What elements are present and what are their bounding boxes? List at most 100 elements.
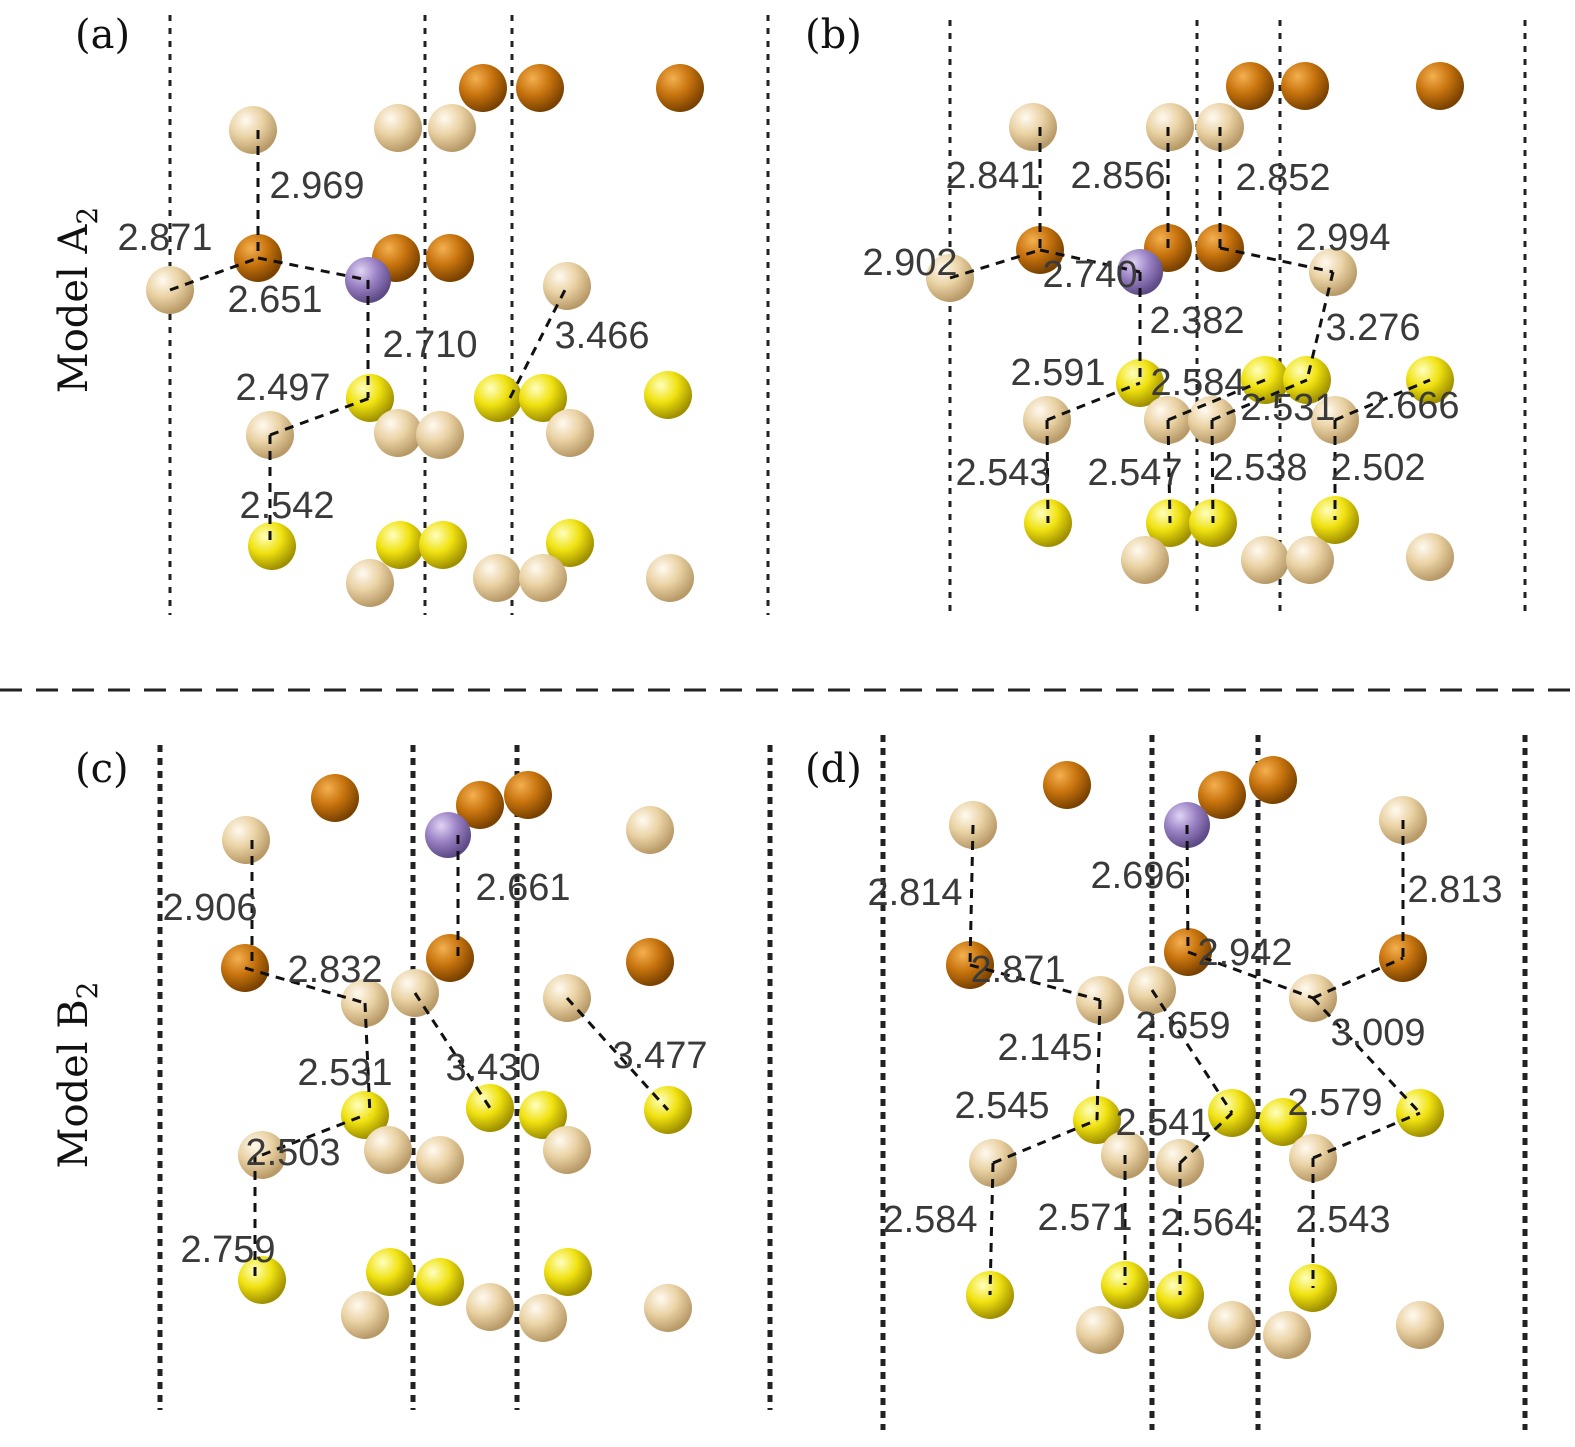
purple-atom [425, 812, 471, 858]
orange-atom [426, 234, 474, 282]
yellow-atom [248, 522, 296, 570]
panel-letter: (b) [805, 12, 862, 58]
yellow-atom [366, 1248, 414, 1296]
bond-length-label: 2.710 [382, 324, 477, 366]
bond-length-label: 2.871 [117, 217, 212, 259]
model-b-label: Model B2 [51, 981, 104, 1168]
yellow-atom [644, 371, 692, 419]
orange-atom [426, 934, 474, 982]
yellow-atom [466, 1084, 514, 1132]
bond-length-label: 2.969 [269, 165, 364, 207]
yellow-atom [346, 374, 394, 422]
tan-atom [466, 1283, 514, 1331]
bond-length-label: 2.584 [882, 1199, 977, 1241]
bond-length-label: 2.547 [1087, 452, 1182, 494]
bond-length-label: 2.759 [180, 1229, 275, 1271]
bond-length-label: 2.902 [862, 242, 957, 284]
yellow-atom [544, 1248, 592, 1296]
bond-line [363, 1002, 372, 1116]
bond-line [1095, 999, 1102, 1121]
bond-line [1210, 419, 1215, 524]
orange-atom [656, 64, 704, 112]
bond-line [1219, 246, 1334, 274]
tan-atom [1009, 103, 1057, 151]
yellow-atom [474, 374, 522, 422]
bond-line [257, 256, 369, 282]
bond-line [968, 824, 975, 966]
bond-length-label: 2.382 [1149, 300, 1244, 342]
bond-length-label: 2.584 [1150, 362, 1245, 404]
tan-atom [543, 262, 591, 310]
bond-length-label: 2.145 [997, 1027, 1092, 1069]
tan-atom [1263, 1311, 1311, 1359]
tan-atom [416, 411, 464, 459]
bond-length-label: 2.841 [945, 155, 1040, 197]
bond-length-label: 2.832 [287, 949, 382, 991]
bond-length-label: 3.009 [1330, 1012, 1425, 1054]
bond-length-label: 2.531 [1240, 387, 1335, 429]
tan-atom [346, 559, 394, 607]
bond-line [969, 963, 1101, 1002]
bond-length-label: 2.740 [1042, 254, 1137, 296]
bond-length-label: 3.430 [445, 1047, 540, 1089]
bond-length-label: 3.276 [1325, 307, 1420, 349]
bond-length-label: 2.661 [475, 867, 570, 909]
bond-length-label: 2.542 [239, 485, 334, 527]
yellow-atom [519, 374, 567, 422]
orange-atom [1226, 62, 1274, 110]
tan-atom [416, 1136, 464, 1184]
yellow-atom [546, 519, 594, 567]
bond-length-label: 2.543 [1295, 1199, 1390, 1241]
bond-line [992, 1118, 1098, 1165]
bond-length-label: 2.545 [954, 1085, 1049, 1127]
tan-atom [1076, 1306, 1124, 1354]
bond-length-label: 2.871 [970, 949, 1065, 991]
bond-line [1150, 989, 1234, 1114]
bond-line [508, 285, 569, 399]
bond-line [1305, 271, 1335, 381]
bond-line [413, 992, 492, 1109]
tan-atom [1396, 1301, 1444, 1349]
orange-atom [311, 774, 359, 822]
panel-letter: (c) [75, 746, 129, 792]
bond-length-label: 2.531 [297, 1052, 392, 1094]
orange-atom [516, 64, 564, 112]
bond-line [1046, 381, 1141, 422]
tan-atom [374, 409, 422, 457]
yellow-atom [519, 1091, 567, 1139]
tan-atom [229, 106, 277, 154]
yellow-atom [238, 1256, 286, 1304]
bond-length-label: 2.666 [1364, 385, 1459, 427]
bond-line [988, 1162, 995, 1296]
bond-length-label: 2.994 [1295, 217, 1390, 259]
tan-atom [519, 554, 567, 602]
bond-length-label: 2.852 [1235, 157, 1330, 199]
bond-line [1166, 419, 1172, 524]
orange-atom [459, 64, 507, 112]
bond-length-label: 2.696 [1090, 855, 1185, 897]
bond-line [1185, 824, 1190, 953]
orange-atom [1281, 62, 1329, 110]
bond-line [1039, 248, 1141, 274]
tan-atom [341, 1291, 389, 1339]
bond-length-label: 2.503 [245, 1132, 340, 1174]
yellow-atom [376, 521, 424, 569]
tan-atom [519, 1294, 567, 1342]
tan-atom [646, 554, 694, 602]
orange-atom [626, 938, 674, 986]
bond-line [1334, 378, 1431, 422]
orange-atom [1198, 771, 1246, 819]
tan-atom [428, 104, 476, 152]
bond-line [261, 1113, 366, 1157]
bond-length-label: 2.651 [227, 279, 322, 321]
yellow-atom [1259, 1098, 1307, 1146]
tan-atom [374, 104, 422, 152]
tan-atom [1286, 536, 1334, 584]
bond-line [1312, 1111, 1421, 1160]
bond-length-label: 2.502 [1330, 447, 1425, 489]
